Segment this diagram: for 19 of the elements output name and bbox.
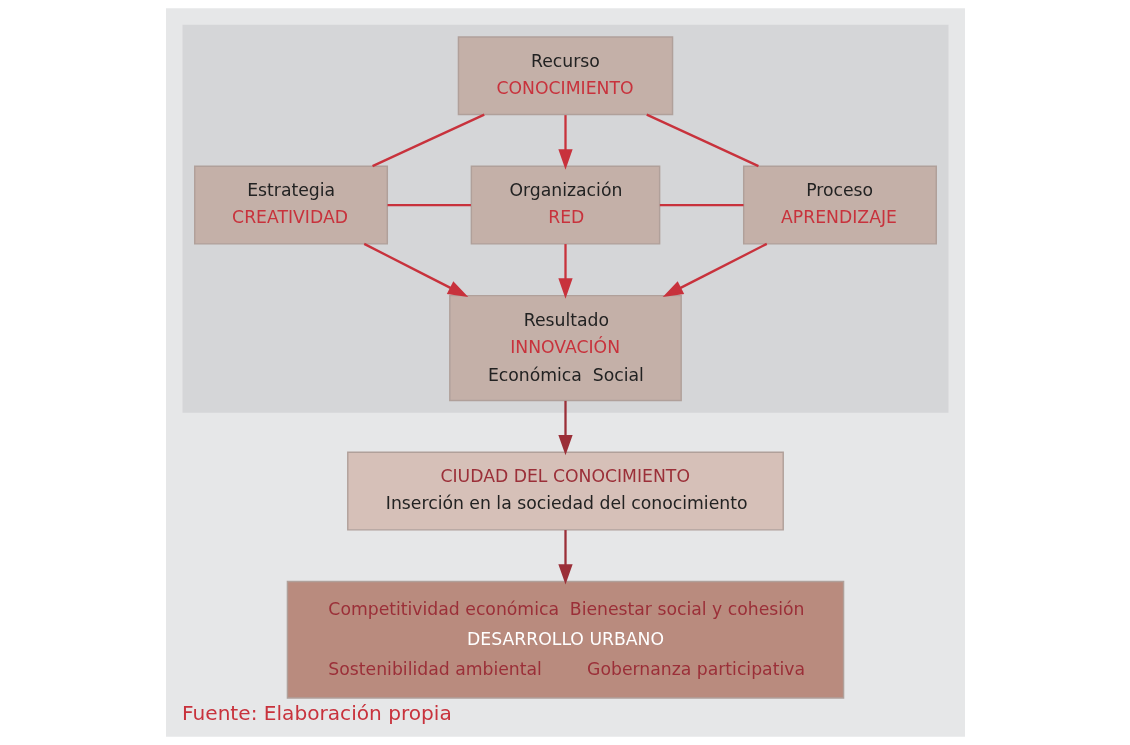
- arrow: [557, 530, 573, 585]
- node-box: Competitividad económica Bienestar social y cohesión DESARROLLO URBANO Sostenibilidad ambiental Gobernanza participativa: [286, 580, 844, 699]
- node-box: Recurso CONOCIMIENTO: [457, 36, 673, 116]
- caption: Fuente: Elaboración propia: [181, 700, 452, 725]
- arrow: [363, 242, 468, 297]
- connector: [371, 113, 485, 168]
- node-box: Resultado INNOVACIÓN Económica Social: [448, 294, 682, 402]
- node-box: Proceso APRENDIZAJE: [742, 165, 937, 245]
- arrow: [662, 242, 767, 297]
- arrow: [557, 244, 573, 299]
- connector: [659, 203, 744, 207]
- node-box: Estrategia CREATIVIDAD: [193, 165, 388, 245]
- arrow: [557, 115, 573, 170]
- cluster: [182, 24, 948, 413]
- connector: [387, 203, 471, 207]
- arrow: [557, 400, 573, 456]
- node-box: Organización RED: [470, 165, 660, 245]
- connector: [645, 113, 759, 168]
- node-box: CIUDAD DEL CONOCIMIENTO Inserción en la sociedad del conocimiento: [346, 451, 784, 531]
